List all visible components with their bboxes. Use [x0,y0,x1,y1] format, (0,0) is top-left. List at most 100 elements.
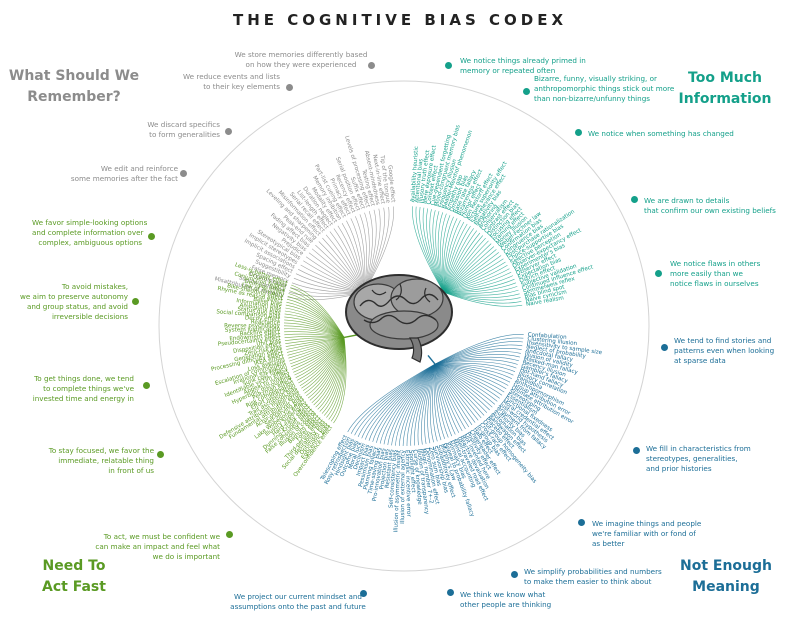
branch-line [434,364,453,437]
branch-line [441,215,451,293]
caption-line: We notice things already primed in [460,56,586,65]
branch-line [289,337,345,362]
branch-line [429,209,445,293]
ring-dot [157,451,164,458]
bias-label: Curse of knowledge [412,449,423,505]
branch-line [421,364,436,445]
caption-line: some memories after the fact [70,174,178,183]
branch-line [417,363,436,446]
branch-line [443,275,514,293]
branch-line [284,319,345,338]
branch-line [361,363,436,439]
branch-line [443,292,522,304]
branch-line [326,337,345,418]
caption-line: We fill in characteristics from [646,444,751,453]
ring-dot [360,590,367,597]
branch-line [434,356,519,365]
caption-line: more easily than we [670,269,743,278]
branch-line [399,363,436,446]
branch-line [376,363,436,443]
branch-line [296,337,345,381]
ring-dot [523,88,530,95]
branch-line [350,363,436,434]
caption-line: irreversible decisions [51,312,128,321]
caption-line: To avoid mistakes, [61,282,128,291]
caption-line: To stay focused, we favor the [48,446,154,455]
quadrant-title-line: Need To [42,558,106,574]
caption-line: we aim to preserve autonomy [19,292,128,301]
branch-line [443,292,523,307]
caption-line: on how they were experienced [245,60,357,69]
branch-line [304,337,345,394]
caption-line: We store memories differently based [234,50,368,59]
branch-line [302,337,345,391]
ring-dot [132,298,139,305]
branch-line [290,337,345,367]
branch-line [308,252,365,293]
quadrant-title-line: Not Enough [679,558,772,574]
caption-line: memory or repeated often [460,66,556,75]
ring-dot [575,129,582,136]
branch-line [434,359,518,365]
ring-dot [143,382,150,389]
branch-line [293,337,345,373]
page-title: THE COGNITIVE BIAS CODEX [232,11,568,29]
branch-line [443,292,520,298]
bias-label: Spotlight effect [408,450,416,494]
branch-line [443,228,474,293]
quadrant-title-remember: What Should We Remember? [0,66,148,108]
caption-line: We project our current mindset and [234,592,362,601]
branch-line [284,337,345,341]
branch-line [284,316,345,338]
bias-label: Belief bias [253,297,283,308]
branch-line [443,235,484,293]
bias-label: Ambiguity bias [239,303,281,314]
branch-line [412,206,445,293]
caption-line: We are drawn to details [644,196,730,205]
ring-dot [578,519,585,526]
quadrant-title-line: Remember? [27,89,121,105]
branch-line [434,363,479,421]
caption-line: to their key elements [203,82,280,91]
branch-line [287,296,345,338]
quadrant-title-info: Too Much Information [662,68,788,110]
branch-line [383,363,436,445]
quadrant-title-line: What Should We [8,68,140,84]
branch-line [372,363,436,442]
branch-line [443,265,508,293]
branch-line [424,364,436,444]
caption-line: We notice flaws in others [670,259,761,268]
branch-line [434,363,488,413]
branch-trunk [427,354,436,365]
branch-line [354,363,436,436]
branch-line [443,240,489,293]
outer-ring [158,80,650,572]
branch-line [435,211,445,293]
branch-line [429,364,436,443]
bias-label: Confabulation [527,332,567,341]
bias-label: Backfire effect [240,329,282,337]
branch-line [443,258,504,293]
bias-label: Resistant bias [385,449,395,489]
caption-line: as better [592,539,625,548]
branch-line [419,207,445,293]
caption-line: to form generalities [149,130,220,139]
branch-line [437,212,445,293]
caption-line: To act, we must be confident we [103,532,220,541]
caption-line: immediate, relatable thing [58,456,154,465]
ring-dot [286,84,293,91]
bias-label: Reverse psychology [224,323,281,329]
branch-line [443,292,521,301]
branch-line [433,364,442,441]
branch-line [422,207,445,293]
caption-line: stereotypes, generalities, [646,454,738,463]
bias-label: Clustering illusion [527,336,578,347]
quadrant-title-line: Act Fast [42,579,106,595]
